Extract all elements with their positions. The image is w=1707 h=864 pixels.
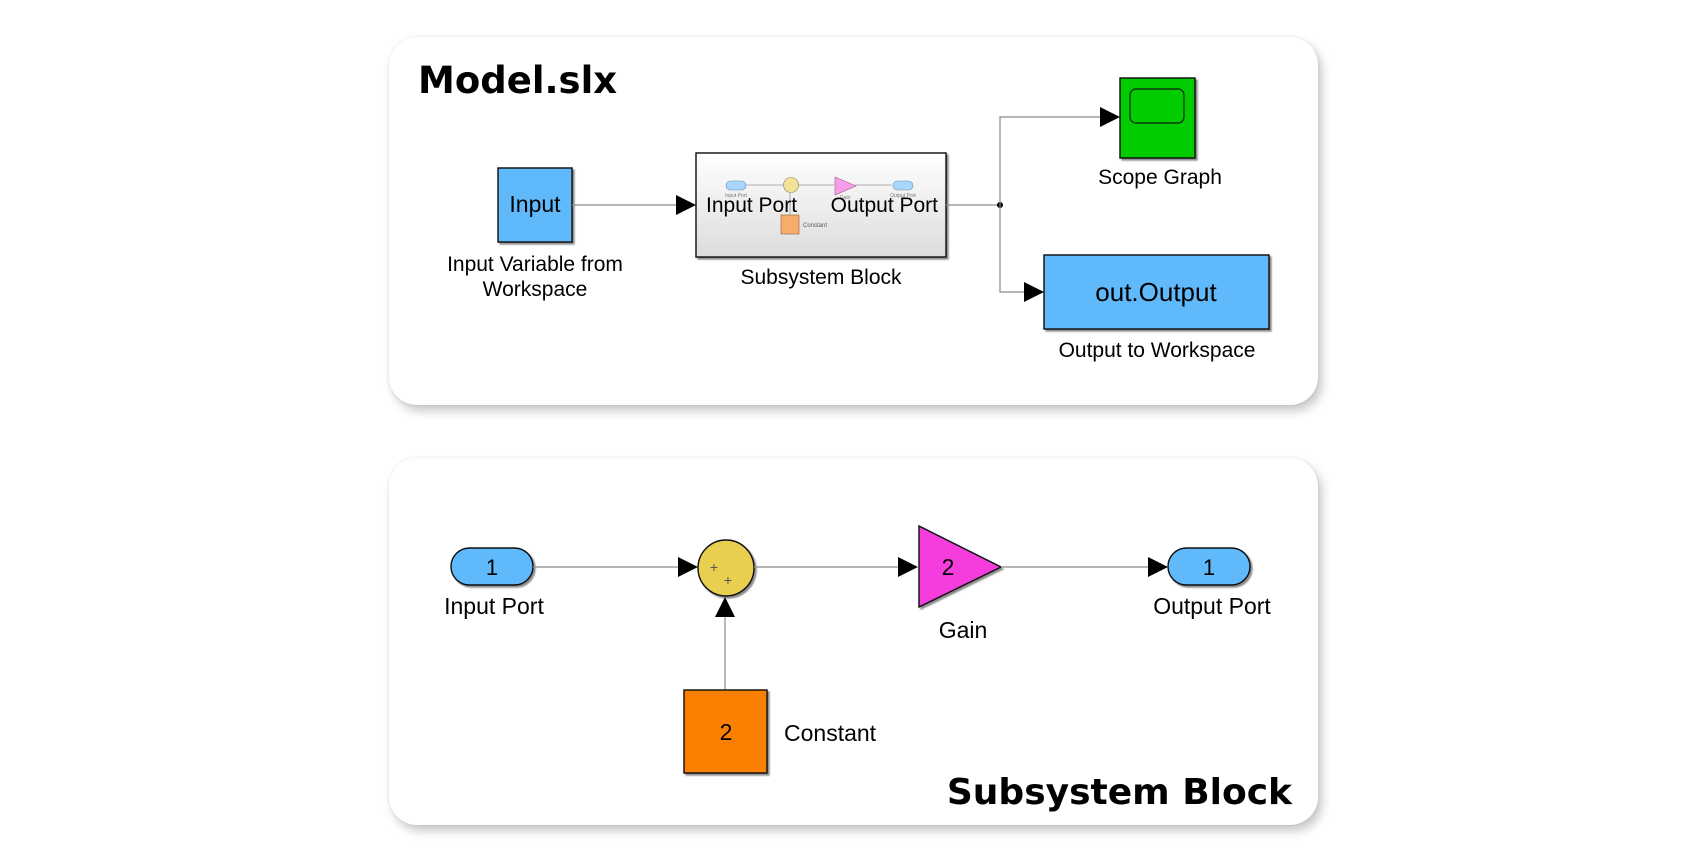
input-block-text: Input xyxy=(509,191,561,217)
signal-line-to-output xyxy=(999,205,1024,293)
constant-block[interactable]: 2 xyxy=(683,689,768,774)
mini-gain-icon xyxy=(834,176,857,196)
scope-block-label: Scope Graph xyxy=(1098,166,1222,189)
scope-block[interactable] xyxy=(1119,77,1196,159)
gain-value: 2 xyxy=(942,554,955,580)
input-from-workspace-block[interactable]: Input xyxy=(497,167,573,243)
sum-block[interactable]: + + xyxy=(697,539,755,597)
constant-value: 2 xyxy=(720,719,733,745)
output-port-block[interactable]: 1 xyxy=(1167,547,1251,586)
arrowhead-icon xyxy=(676,195,696,215)
arrowhead-icon xyxy=(898,557,918,577)
mini-output-port-icon xyxy=(892,180,914,191)
arrowhead-icon xyxy=(715,597,735,617)
input-port-label: Input Port xyxy=(444,593,544,619)
constant-label: Constant xyxy=(784,720,877,746)
output-to-workspace-block[interactable]: out.Output xyxy=(1043,254,1270,330)
subsystem-title: Subsystem Block xyxy=(947,772,1293,813)
mini-constant-icon xyxy=(780,214,800,235)
input-port-block[interactable]: 1 xyxy=(450,547,534,586)
arrowhead-icon xyxy=(678,557,698,577)
arrowhead-icon xyxy=(1024,282,1044,302)
mini-constant-label: Constant xyxy=(803,223,827,229)
mini-input-port-icon xyxy=(725,180,747,191)
output-block-text: out.Output xyxy=(1095,277,1217,307)
subsystem-block[interactable]: Input Port Gain Output Port Constant Inp… xyxy=(695,152,947,258)
input-block-label-line1: Input Variable from xyxy=(447,253,623,276)
mini-sum-icon xyxy=(783,177,799,193)
arrowhead-icon xyxy=(1100,107,1120,127)
signal-line-to-scope xyxy=(999,116,1100,205)
mini-input-label: Input Port xyxy=(725,193,747,199)
arrowhead-icon xyxy=(1148,557,1168,577)
sum-sign-1: + xyxy=(710,559,718,575)
sum-sign-2: + xyxy=(724,572,732,588)
input-port-number: 1 xyxy=(486,555,498,580)
subsystem-preview: Input Port Gain Output Port Constant xyxy=(725,176,916,235)
subsystem-port-in-label: Input Port xyxy=(706,194,797,217)
subsystem-port-out-label: Output Port xyxy=(831,194,939,217)
subsystem-panel xyxy=(389,458,1318,825)
gain-block[interactable]: 2 xyxy=(918,524,1003,609)
input-block-label-line2: Workspace xyxy=(483,278,588,301)
output-port-label: Output Port xyxy=(1153,593,1271,619)
gain-label: Gain xyxy=(939,617,988,643)
output-block-label: Output to Workspace xyxy=(1059,339,1256,362)
subsystem-block-label: Subsystem Block xyxy=(740,266,902,289)
scope-screen-icon xyxy=(1129,88,1185,124)
model-title: Model.slx xyxy=(418,59,617,102)
output-port-number: 1 xyxy=(1203,555,1215,580)
mini-output-label: Output Port xyxy=(890,193,916,199)
mini-gain-label: Gain xyxy=(840,195,851,201)
